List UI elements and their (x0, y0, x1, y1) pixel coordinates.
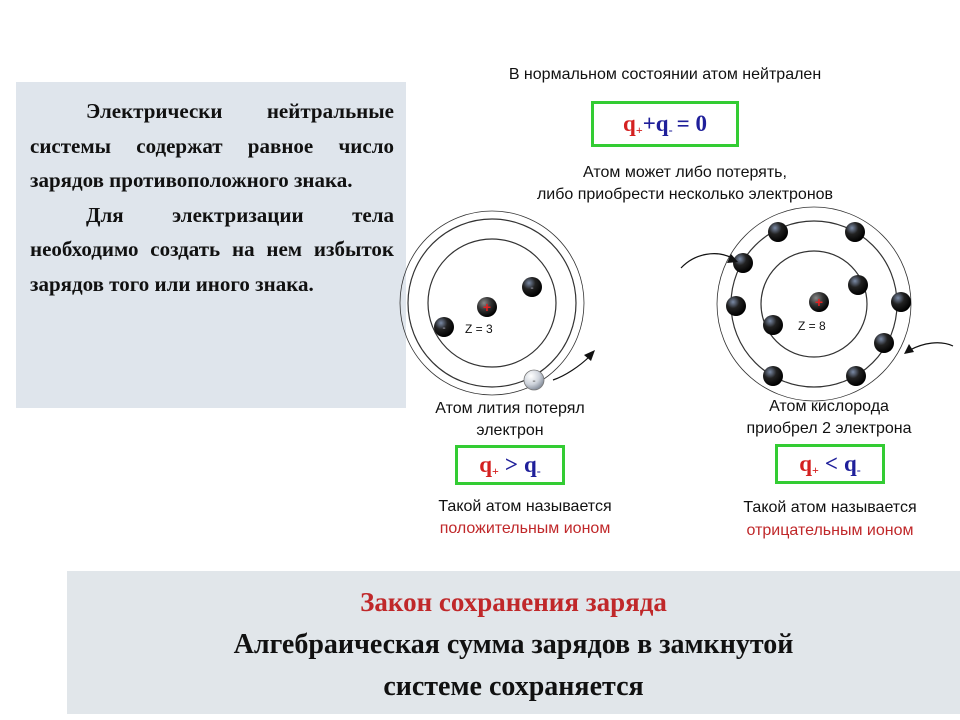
svg-text:-: - (530, 283, 533, 294)
atom-ion-diagram: + - - - + (395, 58, 960, 558)
change-caption-1: Атом может либо потерять, (583, 164, 787, 181)
law-title: Закон сохранения заряда (360, 587, 667, 617)
electron (891, 292, 911, 312)
electron (733, 253, 753, 273)
lithium-caption-2: электрон (476, 422, 544, 439)
lithium-z-label: Z = 3 (465, 322, 493, 336)
electron (846, 366, 866, 386)
oxygen-z-label: Z = 8 (798, 319, 826, 333)
neutral-state-caption: В нормальном состоянии атом нейтрален (508, 66, 822, 83)
q-plus: q+ (623, 110, 643, 137)
law-statement-line-1: Алгебраическая сумма зарядов в замкнутой (233, 629, 794, 660)
change-caption-2: либо приобрести несколько электронов (536, 186, 834, 203)
electron (763, 366, 783, 386)
q-minus: q- (655, 110, 673, 137)
oxygen-caption-2: приобрел 2 электрона (746, 420, 912, 437)
electron: - (522, 277, 542, 297)
negative-ion-formula: q+ < q- (775, 444, 885, 484)
oxygen-nucleus: + (809, 292, 829, 312)
lost-electron: - (523, 369, 545, 391)
plus-sign: + (642, 111, 656, 136)
lithium-nucleus: + (477, 297, 497, 317)
gain-arrow-right (909, 342, 954, 351)
svg-text:+: + (483, 299, 491, 315)
lithium-outer-orbit (407, 218, 577, 388)
lithium-outer-ring (399, 210, 585, 396)
lithium-atom: + - - - (399, 210, 595, 396)
gain-arrow-left (680, 253, 733, 269)
electron (763, 315, 783, 335)
electron (726, 296, 746, 316)
less-than-sign: < (824, 451, 838, 476)
neutral-formula-box: q++q-= 0 (591, 101, 739, 147)
electron (768, 222, 788, 242)
positive-ion-name: положительным ионом (439, 520, 611, 537)
oxygen-inner-orbit (760, 250, 868, 358)
electrization-paragraph: Для электризации тела необходимо создать… (30, 202, 394, 296)
svg-text:-: - (442, 323, 445, 334)
svg-text:-: - (532, 376, 535, 387)
definition-text-panel: Электрически нейтральные системы содержа… (16, 82, 406, 408)
gain-arrowhead-left (727, 254, 738, 263)
lithium-caption-1: Атом лития потерял (435, 400, 585, 417)
lithium-inner-orbit (427, 238, 557, 368)
oxygen-caption-1: Атом кислорода (769, 398, 889, 415)
positive-ion-caption: Такой атом называется (438, 498, 612, 515)
conservation-law-panel: Закон сохранения заряда Алгебраическая с… (67, 571, 960, 714)
law-statement-line-2: системе сохраняется (383, 671, 644, 702)
electron (874, 333, 894, 353)
atom-drawings: + - - - + (399, 206, 954, 402)
loss-arrowhead (584, 350, 595, 361)
neutral-systems-paragraph: Электрически нейтральные системы содержа… (30, 99, 394, 192)
negative-ion-caption: Такой атом называется (743, 499, 917, 516)
electron (845, 222, 865, 242)
equals-zero: = 0 (676, 111, 707, 136)
positive-ion-formula: q+ > q- (455, 445, 565, 485)
greater-than-sign: > (504, 452, 518, 477)
electron (848, 275, 868, 295)
loss-arrow (552, 355, 591, 381)
oxygen-outer-ring (716, 206, 912, 402)
gain-arrowhead-right (904, 344, 914, 354)
negative-ion-name: отрицательным ионом (746, 522, 914, 539)
oxygen-atom: + (680, 206, 954, 402)
electron: - (434, 317, 454, 337)
svg-text:+: + (815, 294, 823, 310)
